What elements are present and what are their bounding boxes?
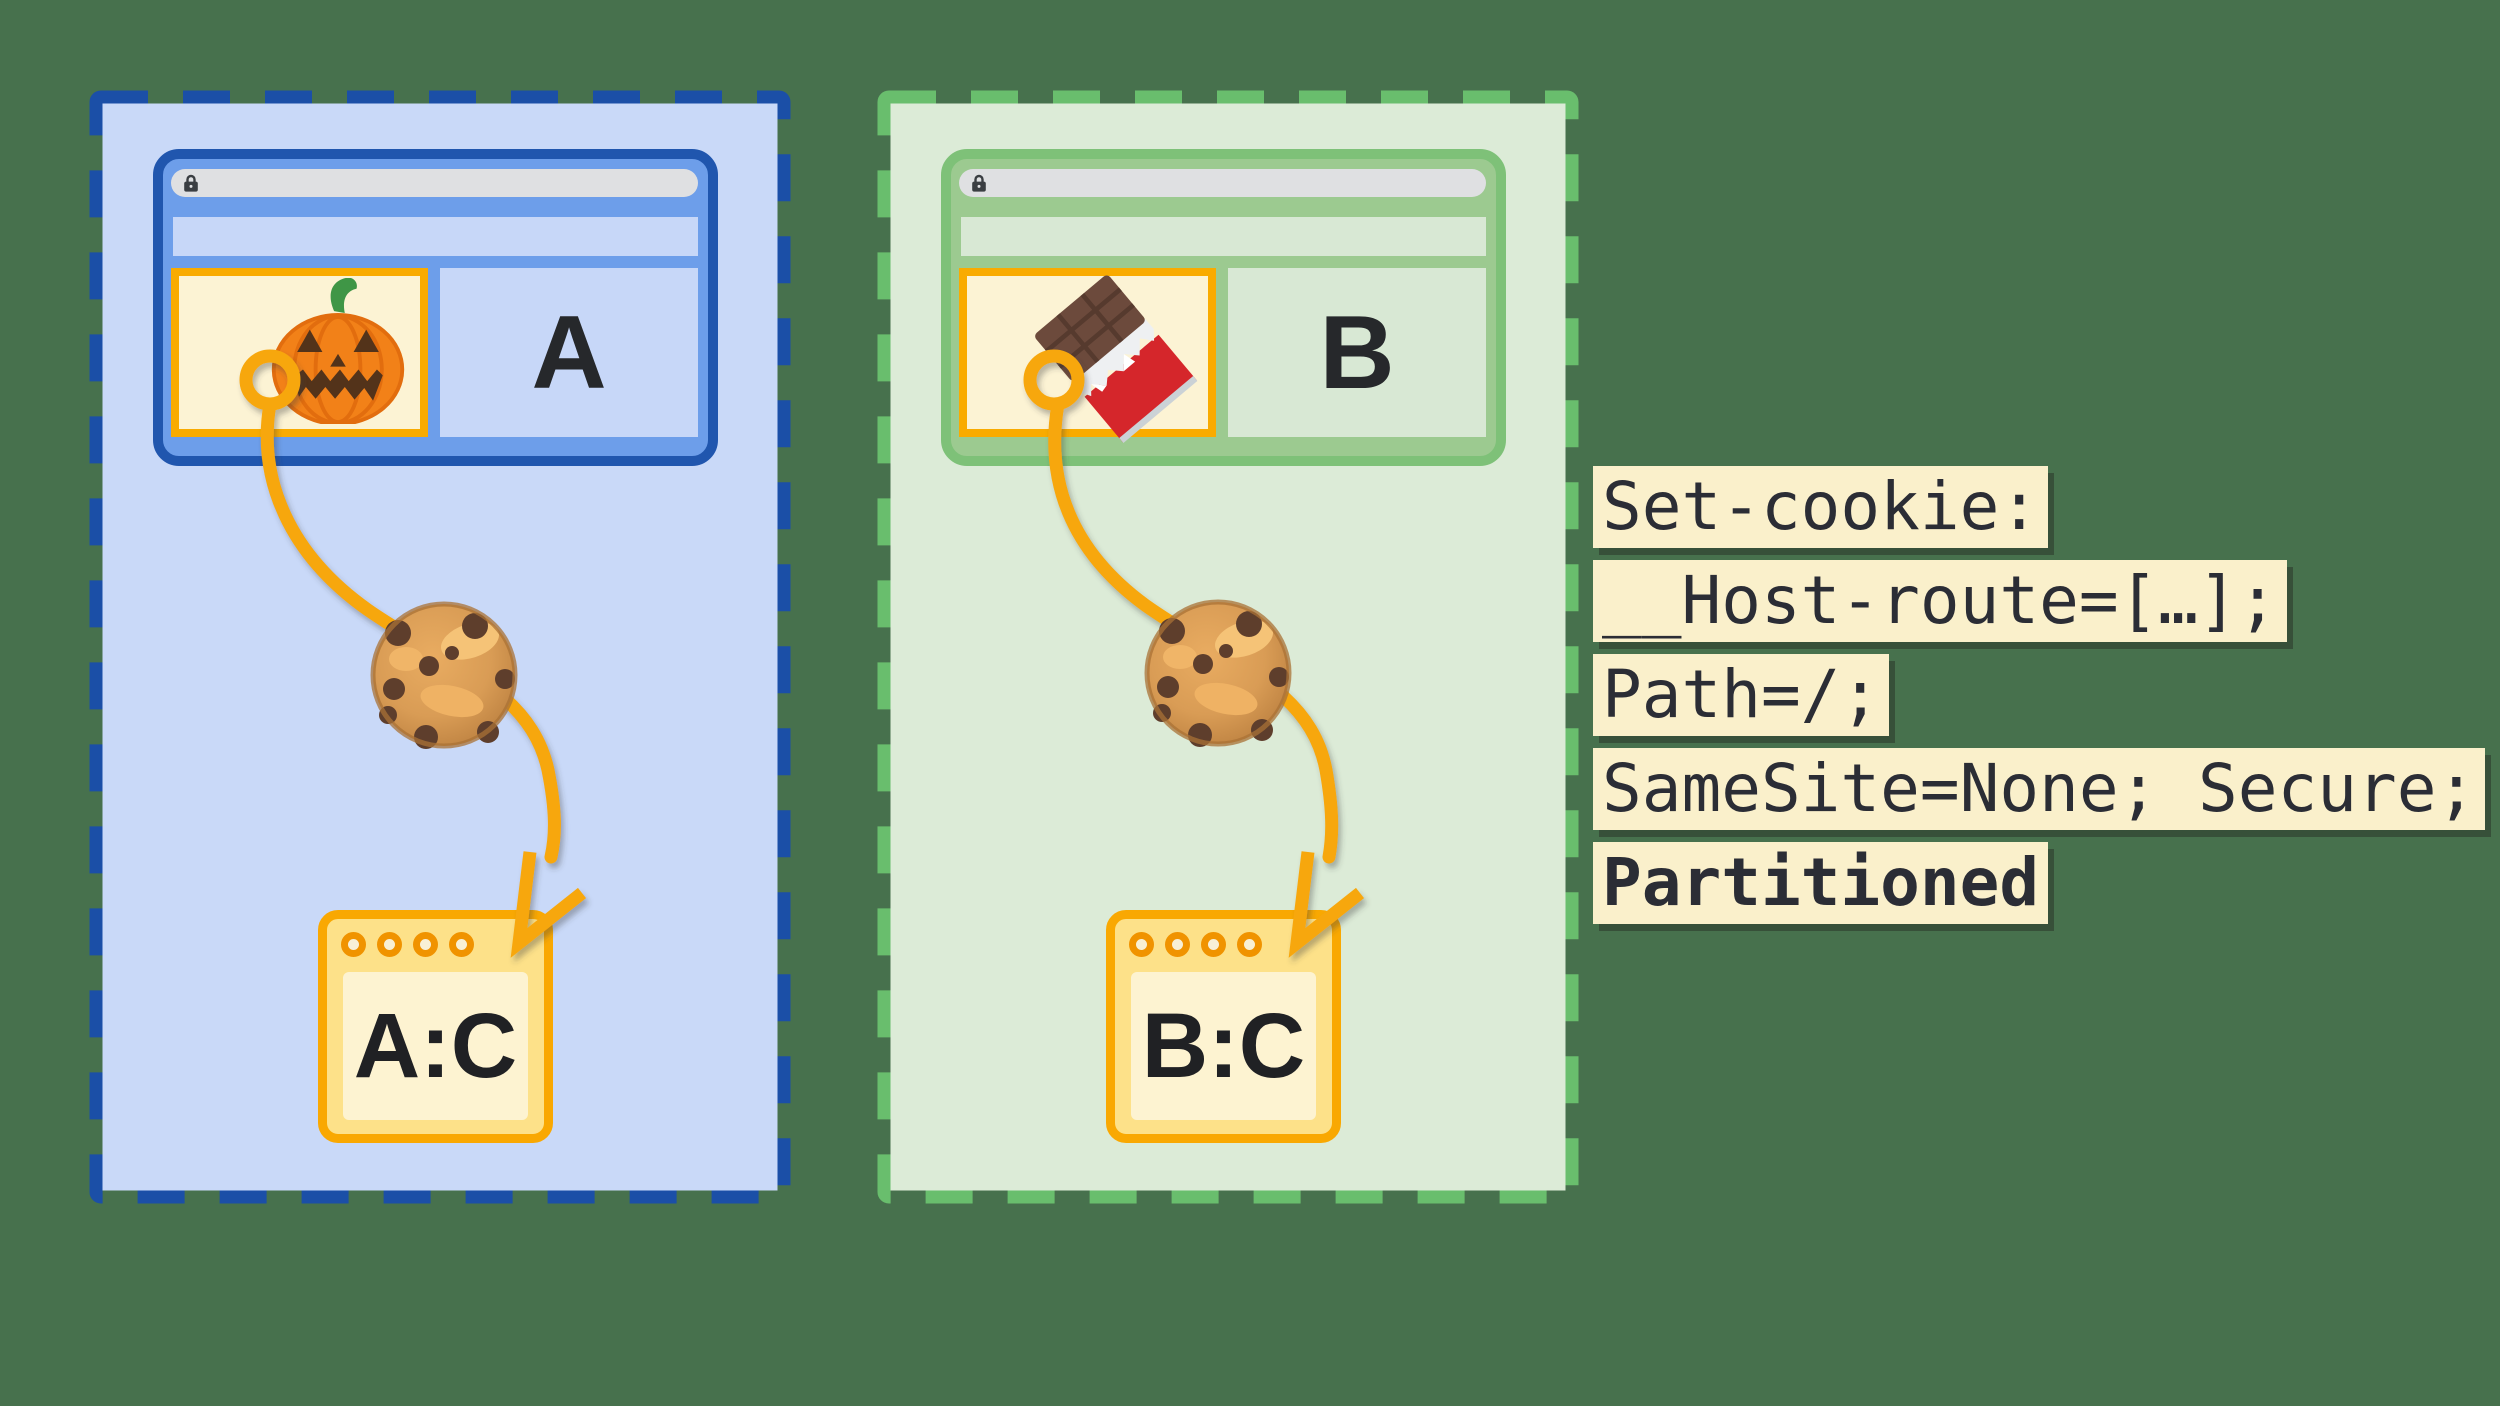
jar-dot-icon [1201,932,1226,957]
site-b-label: B [1319,294,1395,411]
jar-dot-icon [449,932,474,957]
code-line: SameSite=None; Secure; [1593,748,2486,830]
code-line: __Host-route=[…]; [1593,560,2287,642]
jar-dot-icon [1165,932,1190,957]
jar-a-label: A:C [353,995,518,1097]
jar-b-label: B:C [1141,995,1306,1097]
jar-dot-icon [377,932,402,957]
chocolate-bar-icon [1035,275,1198,444]
jar-panel: B:C [1131,972,1316,1120]
url-bar [171,169,698,197]
jar-panel: A:C [343,972,528,1120]
jar-dots [341,932,474,957]
jack-o-lantern-icon [271,278,405,424]
jar-dot-icon [1129,932,1154,957]
jar-dot-icon [413,932,438,957]
site-a-page: A [440,268,698,437]
jar-dot-icon [1237,932,1262,957]
browser-window-a: A [153,149,718,466]
lock-icon [184,174,198,192]
embedded-iframe-b [959,268,1216,444]
cookie-jar-a: A:C [318,910,553,1143]
code-line-partitioned: Partitioned [1593,842,2049,924]
page-content-strip [961,217,1486,256]
code-line: Path=/; [1593,654,1890,736]
cookie-jar-b: B:C [1106,910,1341,1143]
embedded-iframe-a [171,268,428,437]
site-b-page: B [1228,268,1486,437]
page-content-strip [173,217,698,256]
site-a-partition: A A:C [89,90,791,1204]
browser-window-b: B [941,149,1506,466]
url-bar [959,169,1486,197]
code-line: Set-cookie: [1593,466,2049,548]
lock-icon [972,174,986,192]
site-b-partition: B B:C [877,90,1579,1204]
site-a-label: A [531,294,607,411]
jar-dots [1129,932,1262,957]
set-cookie-code-block: Set-cookie: __Host-route=[…]; Path=/; Sa… [1593,466,2486,936]
jar-dot-icon [341,932,366,957]
